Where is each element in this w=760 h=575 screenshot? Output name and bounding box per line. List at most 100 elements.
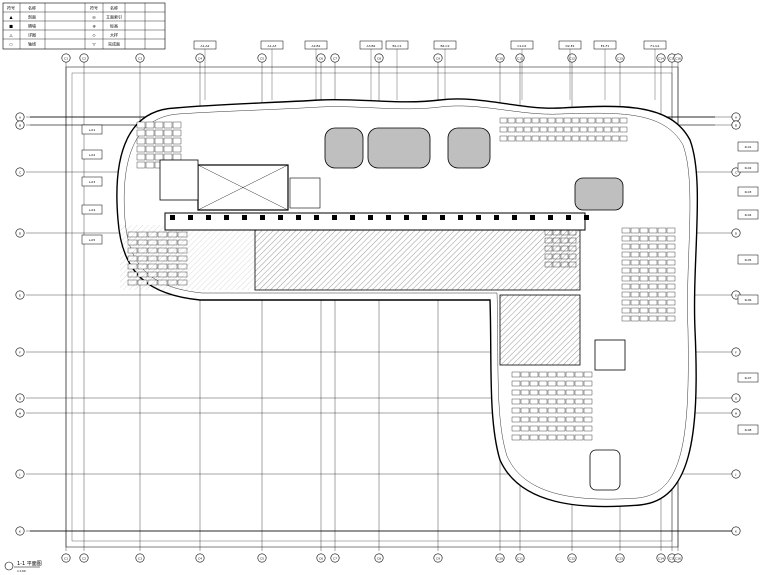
workstation bbox=[136, 161, 146, 169]
structural-column bbox=[512, 215, 517, 220]
structural-column bbox=[242, 215, 247, 220]
axis-grid-bubbles: C1C1C2C2C3C3C4C4C5C5C6C6C7C7C8C8C9C9C10C… bbox=[15, 53, 741, 563]
grid-column-bubble bbox=[79, 53, 89, 63]
workstation bbox=[172, 121, 182, 129]
workstation bbox=[511, 416, 521, 423]
workstation bbox=[555, 117, 564, 124]
legend-cell: 立面索引 bbox=[106, 14, 122, 20]
structural-column bbox=[296, 215, 301, 220]
workstation bbox=[538, 416, 548, 423]
workstation bbox=[621, 283, 631, 290]
grid-column-label: C4 bbox=[198, 556, 202, 560]
workstation bbox=[611, 117, 620, 124]
grid-row-label: A bbox=[735, 115, 738, 119]
grid-row-bubble bbox=[731, 120, 741, 130]
workstation bbox=[529, 416, 539, 423]
workstation bbox=[163, 129, 173, 137]
workstation bbox=[648, 259, 658, 266]
grid-column-bubble bbox=[433, 53, 443, 63]
workstation bbox=[515, 117, 524, 124]
legend-cell: 符号 bbox=[90, 5, 98, 11]
workstation bbox=[630, 275, 640, 282]
workstation bbox=[657, 283, 667, 290]
workstation bbox=[648, 243, 658, 250]
grid-column-label: C13 bbox=[617, 556, 623, 560]
structural-column bbox=[314, 215, 319, 220]
grid-column-label: C8 bbox=[377, 556, 381, 560]
workstation bbox=[136, 153, 146, 161]
workstation bbox=[565, 434, 575, 441]
grid-column-bubble bbox=[374, 553, 384, 563]
workstation bbox=[529, 425, 539, 432]
grid-column-bubble bbox=[615, 53, 625, 63]
structural-column bbox=[188, 215, 193, 220]
workstation bbox=[639, 299, 649, 306]
callout-box bbox=[737, 424, 759, 435]
grid-row-bubble bbox=[15, 347, 25, 357]
workstation bbox=[574, 407, 584, 414]
workstation bbox=[657, 307, 667, 314]
workstation bbox=[583, 434, 593, 441]
workstation bbox=[529, 389, 539, 396]
workstation bbox=[657, 299, 667, 306]
grid-row-label: H bbox=[735, 411, 737, 415]
structural-column bbox=[332, 215, 337, 220]
workstation bbox=[538, 434, 548, 441]
workstation bbox=[621, 267, 631, 274]
workstation bbox=[619, 126, 628, 133]
callout-box bbox=[737, 254, 759, 265]
workstation bbox=[666, 267, 676, 274]
workstation bbox=[538, 425, 548, 432]
workstation bbox=[648, 315, 658, 322]
grid-row-label: F bbox=[19, 350, 21, 354]
workstation bbox=[556, 371, 566, 378]
workstation bbox=[565, 398, 575, 405]
grid-row-bubble bbox=[15, 469, 25, 479]
workstation bbox=[520, 398, 530, 405]
workstation bbox=[657, 235, 667, 242]
workstation bbox=[630, 291, 640, 298]
workstation bbox=[639, 291, 649, 298]
workstation bbox=[154, 121, 164, 129]
workstation bbox=[666, 227, 676, 234]
workstation bbox=[583, 416, 593, 423]
grid-column-bubble bbox=[61, 553, 71, 563]
callout-label: L-03 bbox=[89, 180, 96, 184]
grid-row-label: J bbox=[735, 472, 737, 476]
grid-column-label: C5 bbox=[260, 56, 264, 60]
grid-row-label: B bbox=[735, 123, 737, 127]
workstation bbox=[639, 243, 649, 250]
grid-row-label: C bbox=[735, 170, 737, 174]
workstation bbox=[657, 275, 667, 282]
workstation bbox=[574, 380, 584, 387]
workstation bbox=[648, 251, 658, 258]
core-hatched-zones bbox=[120, 225, 581, 366]
callout-box bbox=[81, 234, 103, 245]
workstation bbox=[666, 275, 676, 282]
grid-row-label: G bbox=[735, 396, 738, 400]
grid-column-bubble bbox=[316, 553, 326, 563]
workstation bbox=[531, 126, 540, 133]
grid-column-label: C5 bbox=[260, 556, 264, 560]
workstation bbox=[163, 137, 173, 145]
grid-column-bubble bbox=[257, 53, 267, 63]
legend-table: 符号名称符号名称▲剖面◎立面索引■隔墙⊕标高△详图◇大样○轴线▽完成面 bbox=[2, 2, 166, 50]
workstation bbox=[565, 380, 575, 387]
workstation bbox=[639, 267, 649, 274]
callout-label: R-03 bbox=[745, 190, 752, 194]
workstation bbox=[621, 315, 631, 322]
grid-column-label: C11 bbox=[517, 556, 523, 560]
workstation bbox=[511, 380, 521, 387]
workstation bbox=[511, 425, 521, 432]
workstation bbox=[556, 425, 566, 432]
drawing-title: 1-1 平面图 bbox=[17, 561, 42, 567]
workstation bbox=[556, 434, 566, 441]
grid-column-label: C14 bbox=[658, 56, 664, 60]
workstation bbox=[579, 135, 588, 142]
workstation bbox=[538, 398, 548, 405]
workstation bbox=[565, 389, 575, 396]
workstation bbox=[563, 117, 572, 124]
workstation bbox=[520, 371, 530, 378]
workstation bbox=[547, 117, 556, 124]
